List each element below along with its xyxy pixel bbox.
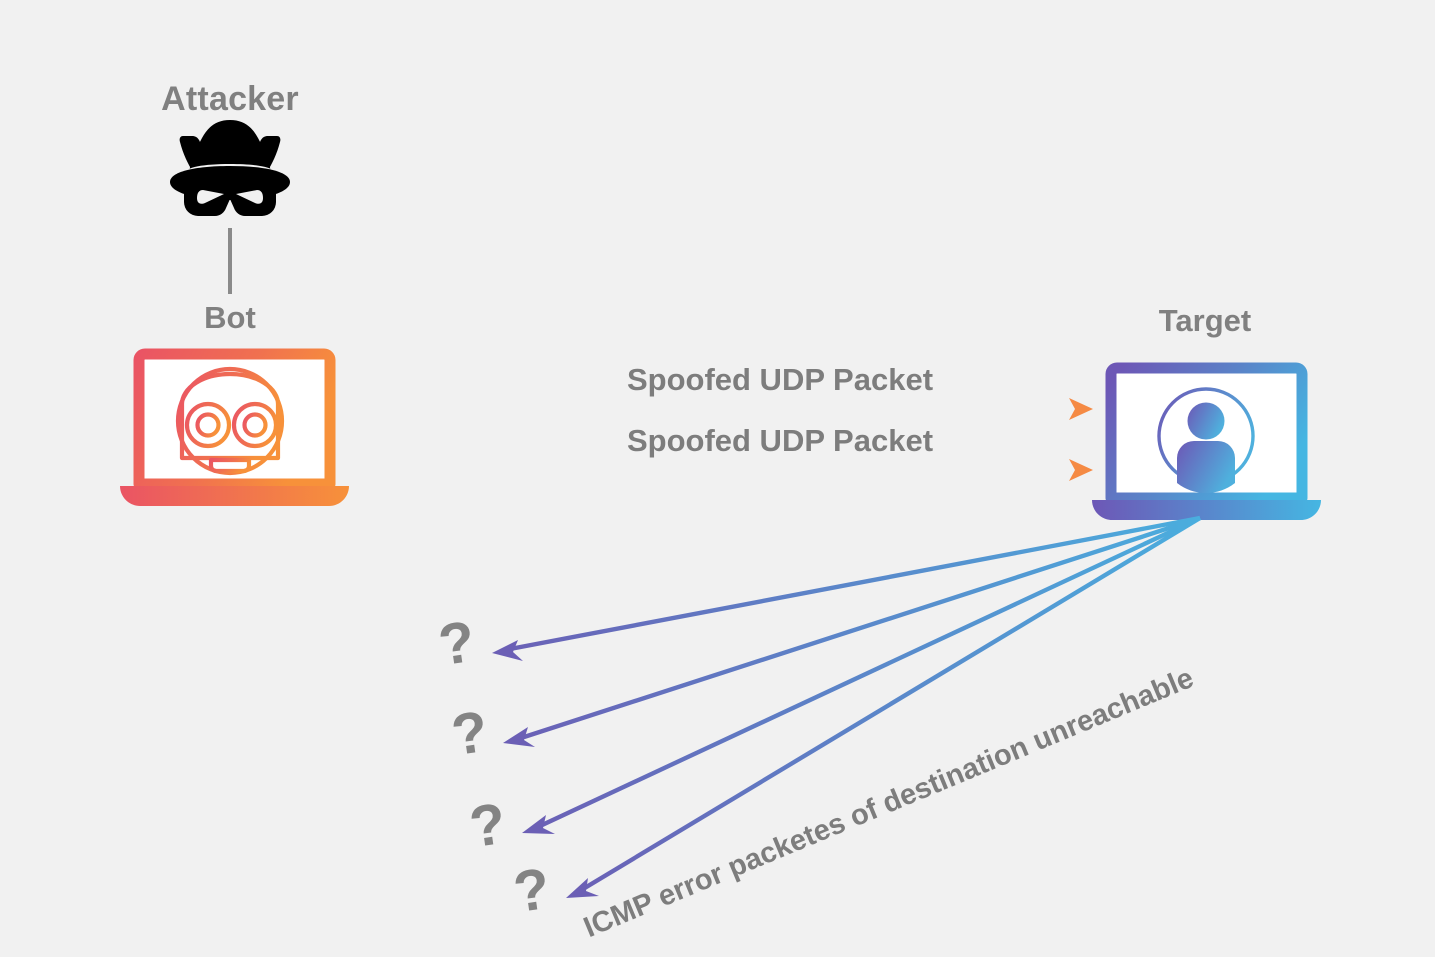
bot-laptop-icon — [120, 348, 349, 506]
udp-arrow-1 — [332, 398, 1093, 420]
icmp-arrow-4 — [566, 516, 1202, 898]
bot-label: Bot — [204, 300, 256, 335]
spoofed-udp-packet-label-2: Spoofed UDP Packet — [626, 423, 934, 458]
robot-face-icon — [175, 366, 285, 476]
target-label: Target — [1158, 303, 1252, 338]
user-person-icon — [1157, 387, 1255, 494]
spy-hat-mask-icon — [170, 120, 290, 216]
icmp-arrow-2 — [503, 515, 1201, 747]
udp-arrow-2 — [332, 459, 1093, 481]
icmp-arrow-3 — [522, 516, 1201, 834]
spoofed-udp-packet-label-1: Spoofed UDP Packet — [626, 362, 934, 397]
attacker-label: Attacker — [161, 80, 299, 118]
target-laptop-icon — [1092, 362, 1321, 520]
icmp-arrow-1 — [492, 515, 1201, 661]
